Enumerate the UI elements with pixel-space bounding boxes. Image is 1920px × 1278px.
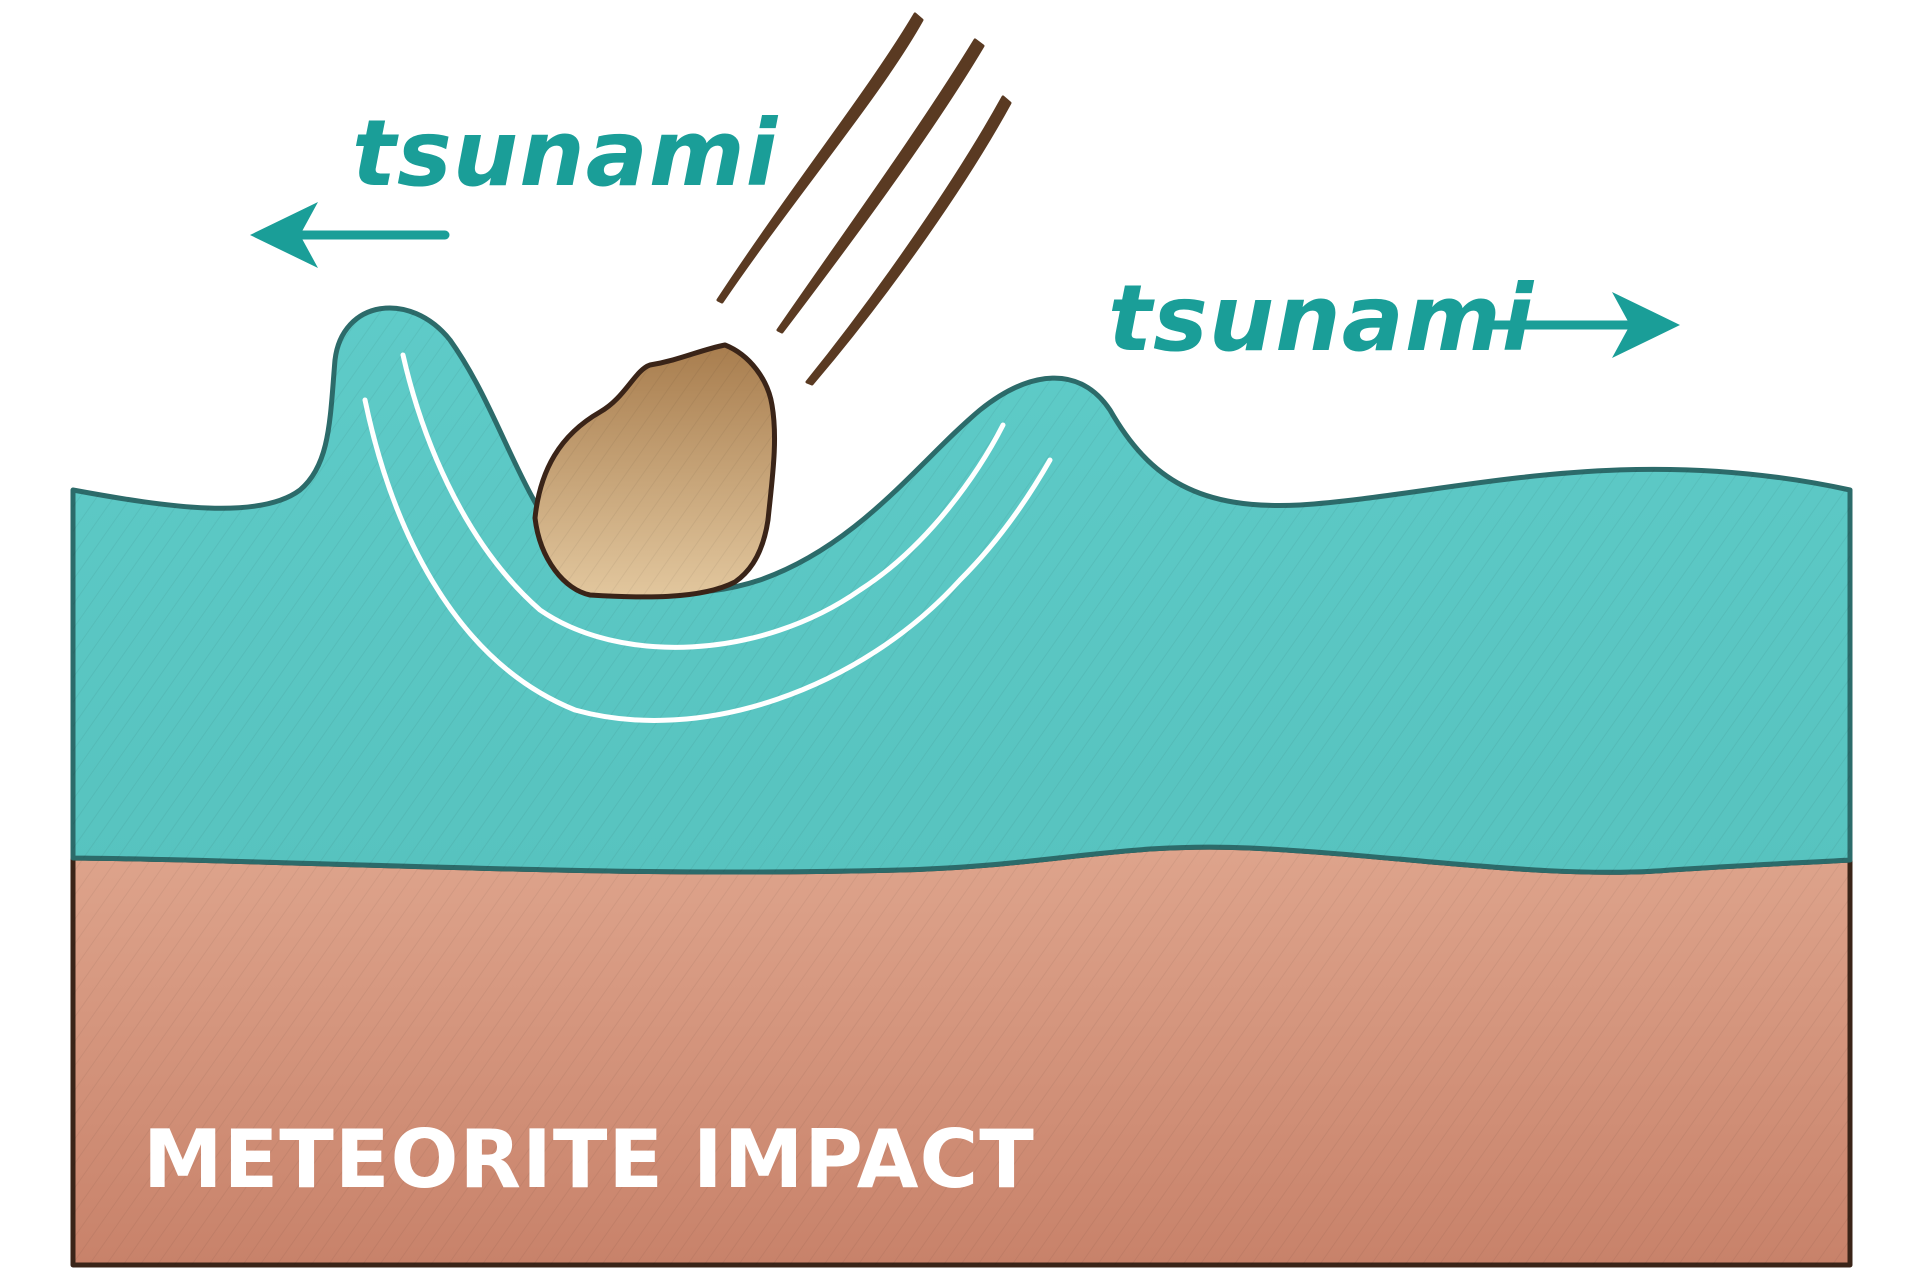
- water-texture: [73, 307, 1850, 873]
- ripple-line-outer: [362, 397, 1053, 723]
- diagram-title: METEORITE IMPACT: [143, 1113, 1035, 1206]
- ripple-line-inner: [400, 352, 1006, 650]
- arrow-right-icon: [1480, 292, 1680, 358]
- meteorite-rock-icon: [532, 342, 778, 600]
- ground-texture: [73, 847, 1850, 1265]
- tsunami-label-right: tsunami: [1108, 265, 1535, 372]
- motion-streak: [805, 95, 1012, 386]
- tsunami-label-left: tsunami: [352, 100, 779, 207]
- arrow-left-icon: [250, 202, 450, 268]
- motion-streak: [716, 12, 924, 304]
- motion-streak: [776, 38, 985, 334]
- motion-streaks-icon: [716, 12, 1012, 386]
